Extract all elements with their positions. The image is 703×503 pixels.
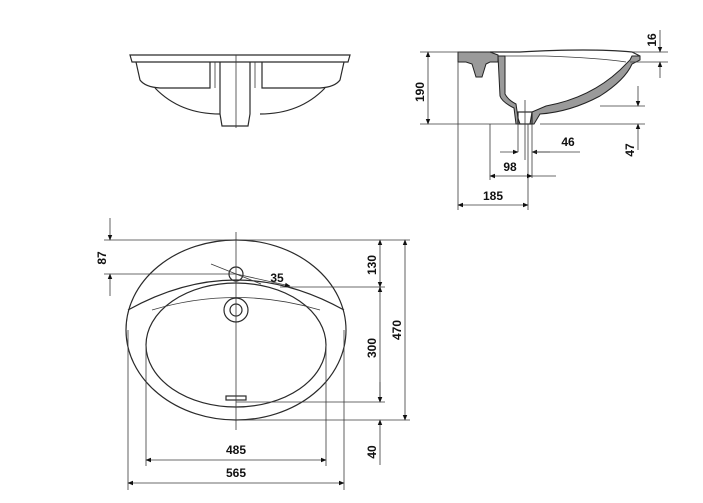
plan-dim-565: 565	[127, 466, 345, 486]
dim-190-label: 190	[413, 82, 427, 102]
plan-extension-lines	[104, 239, 410, 490]
cross-section-view	[420, 49, 668, 210]
section-dim-47: 47	[623, 86, 641, 157]
section-dim-46: 46	[500, 135, 580, 155]
dim-87-label: 87	[95, 251, 109, 265]
dim-485-label: 485	[226, 443, 246, 457]
plan-view	[125, 232, 347, 430]
section-dim-16: 16	[645, 30, 663, 78]
plan-dim-35: 35	[235, 271, 291, 288]
plan-dim-470: 470	[390, 239, 408, 421]
dim-16-label: 16	[645, 33, 659, 47]
dim-130-label: 130	[365, 255, 379, 275]
dim-35-label: 35	[270, 271, 284, 285]
section-dim-190: 190	[413, 51, 431, 125]
plan-dim-40: 40	[365, 382, 383, 465]
dim-47-label: 47	[623, 143, 637, 157]
side-elevation-view	[129, 54, 351, 128]
plan-dim-87: 87	[95, 218, 113, 296]
dim-185-label: 185	[483, 189, 503, 203]
plan-dim-130: 130	[365, 239, 383, 288]
plan-dim-300: 300	[365, 286, 383, 403]
section-dim-98: 98	[489, 160, 556, 179]
plan-dim-485: 485	[145, 443, 327, 463]
dim-565-label: 565	[226, 466, 246, 480]
section-dim-185: 185	[457, 189, 529, 208]
dim-40-label: 40	[365, 445, 379, 459]
dim-300-label: 300	[365, 338, 379, 358]
dim-46-label: 46	[561, 135, 575, 149]
dim-470-label: 470	[390, 320, 404, 340]
dim-98-label: 98	[503, 160, 517, 174]
